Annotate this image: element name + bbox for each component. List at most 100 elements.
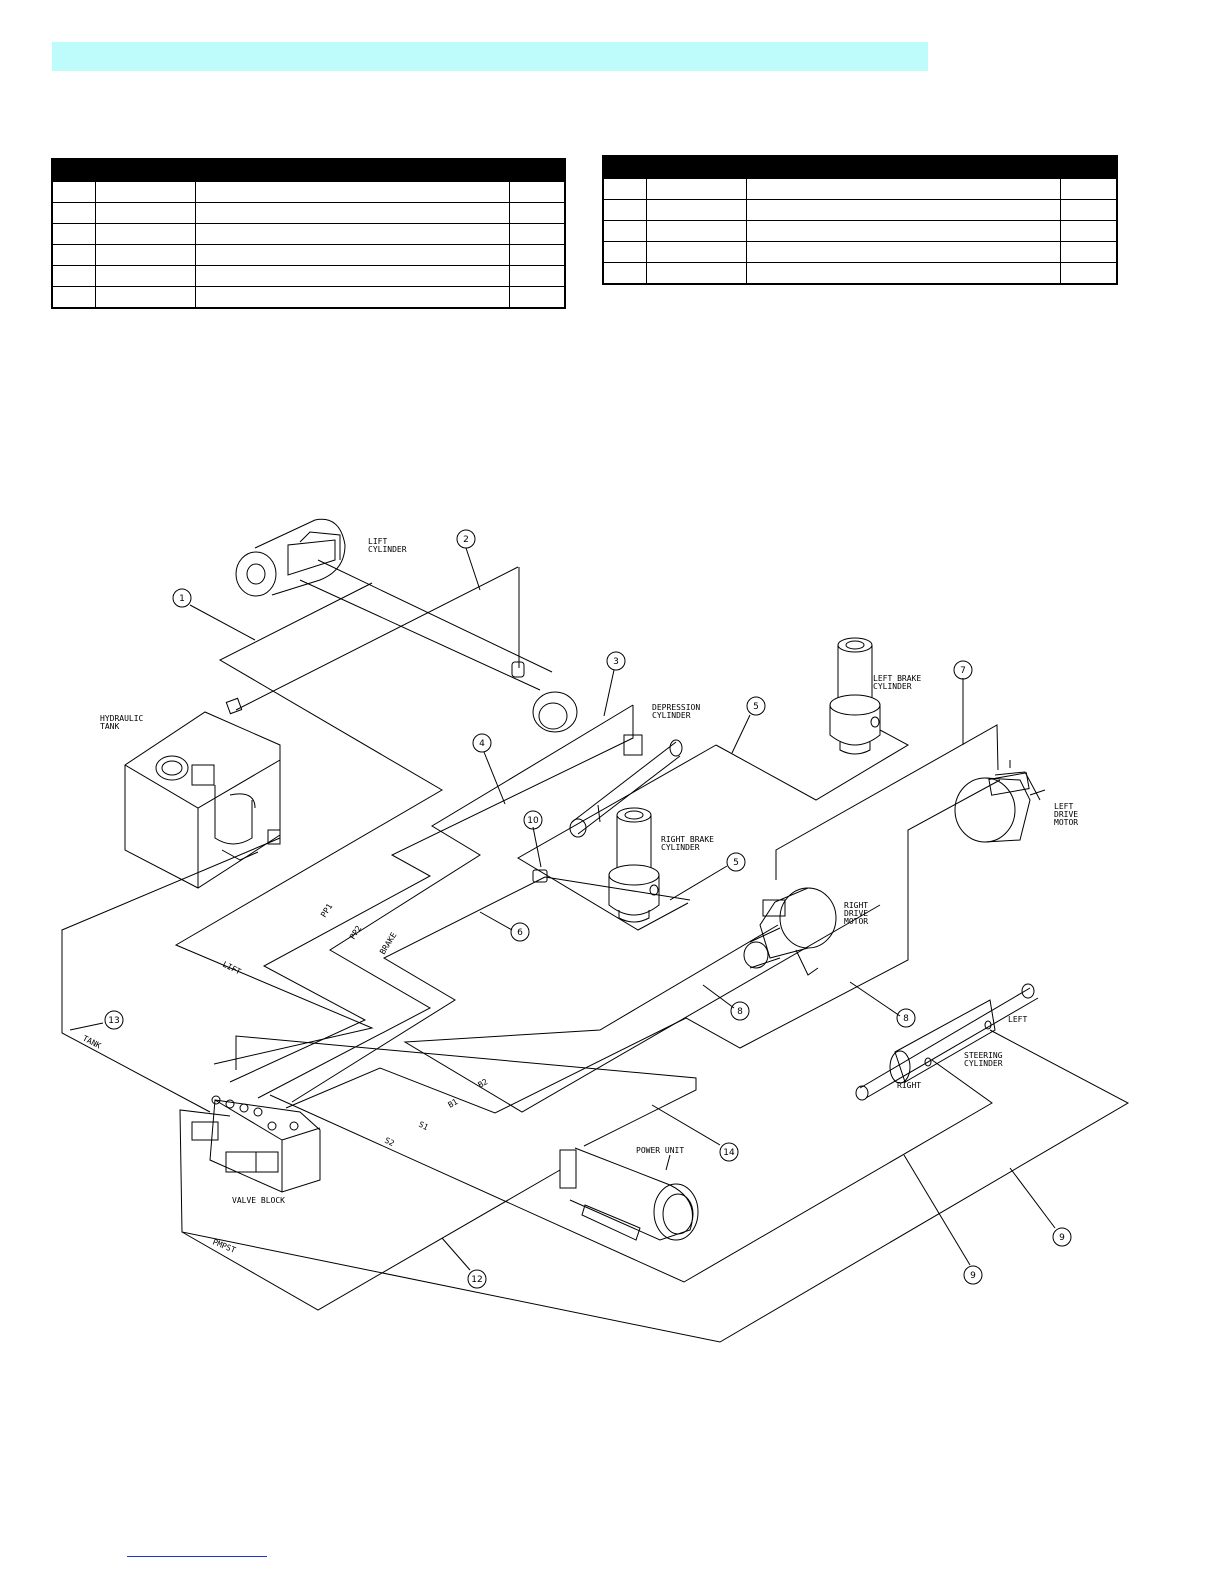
parts-table-left	[51, 158, 566, 309]
valve-block-part	[191, 1095, 321, 1193]
hose-label-pp2: PP2	[348, 924, 363, 941]
table-cell	[602, 199, 647, 221]
callout-8-right: 8	[896, 1008, 916, 1028]
table-cell	[94, 223, 196, 245]
table-cell	[508, 202, 566, 224]
label-right-drive-motor-2: DRIVE	[844, 909, 868, 918]
svg-text:9: 9	[970, 1271, 976, 1281]
callout-13: 13	[104, 1010, 124, 1030]
right-brake-cylinder-part	[608, 807, 660, 923]
table-cell	[51, 244, 96, 266]
hose-3-pp1	[229, 705, 634, 1083]
table-cell	[645, 220, 747, 242]
table-cell	[194, 223, 510, 245]
label-left-brake-cylinder-2: CYLINDER	[873, 682, 912, 691]
table-cell	[94, 286, 196, 309]
table-cell	[94, 265, 196, 287]
lift-cylinder-part	[235, 518, 578, 733]
table-row	[51, 223, 566, 245]
hose-label-s2: S2	[383, 1136, 396, 1148]
table-row	[602, 178, 1118, 200]
label-right-brake-cylinder-2: CYLINDER	[661, 843, 700, 852]
table-cell	[1059, 199, 1118, 221]
table-cell	[1059, 220, 1118, 242]
table-cell	[745, 262, 1061, 285]
label-lift-cylinder-1: LIFT	[368, 537, 387, 546]
table-row	[51, 265, 566, 287]
table-cell	[51, 202, 96, 224]
section-title-bar	[52, 42, 928, 71]
footer-link[interactable]	[127, 1556, 267, 1557]
table-row	[602, 199, 1118, 221]
table-cell	[51, 181, 96, 203]
table-row	[51, 202, 566, 224]
hose-label-b2: B2	[477, 1077, 490, 1090]
label-depression-cylinder-1: DEPRESSION	[652, 703, 700, 712]
hose-label-b1: B1	[447, 1097, 460, 1110]
label-valve-block: VALVE BLOCK	[232, 1196, 285, 1205]
hose-8-b2	[403, 904, 881, 1113]
hose-5-right-brake	[517, 744, 717, 931]
table-cell	[508, 286, 566, 309]
tee-fitting-part	[532, 869, 548, 883]
table-row	[51, 286, 566, 309]
svg-text:14: 14	[723, 1148, 735, 1158]
svg-text:1: 1	[179, 594, 185, 604]
label-right-brake-cylinder-1: RIGHT BRAKE	[661, 835, 714, 844]
hose-2-tank	[235, 566, 519, 711]
hose-lines	[61, 566, 1130, 1343]
right-drive-motor-part	[743, 887, 837, 976]
depression-cylinder-part	[569, 734, 683, 838]
callout-9-left: 9	[963, 1265, 983, 1285]
component-labels: LIFT CYLINDER HYDRAULIC TANK DEPRESSION …	[100, 537, 1078, 1205]
svg-text:13: 13	[108, 1016, 119, 1026]
hose-10-tee	[544, 876, 691, 901]
table-cell	[94, 244, 196, 266]
svg-text:2: 2	[463, 535, 469, 545]
callout-8-left: 8	[730, 1001, 750, 1021]
label-steering-cylinder-2: CYLINDER	[964, 1059, 1003, 1068]
table-header-row	[603, 156, 1117, 179]
left-brake-cylinder-part	[829, 637, 881, 755]
label-steering-right: RIGHT	[897, 1081, 921, 1090]
table-row	[51, 181, 566, 203]
callouts: 1 2 3 4 5 5 6 7 8 8 9 9 10 12 13 14	[104, 529, 1072, 1289]
parts-table-right	[602, 155, 1118, 285]
svg-text:10: 10	[527, 816, 539, 826]
callout-3: 3	[606, 651, 626, 671]
hose-6-brake	[291, 876, 546, 1103]
svg-text:7: 7	[960, 666, 966, 676]
hose-1-lift	[174, 582, 443, 1065]
hose-label-pp1: PP1	[319, 902, 334, 919]
label-hydraulic-tank-2: TANK	[100, 722, 119, 731]
table-cell	[51, 265, 96, 287]
label-left-drive-motor-2: DRIVE	[1054, 810, 1078, 819]
callout-6: 6	[510, 922, 530, 942]
label-depression-cylinder-2: CYLINDER	[652, 711, 691, 720]
callout-12: 12	[467, 1269, 487, 1289]
svg-text:5: 5	[753, 702, 759, 712]
callout-5-upper: 5	[746, 696, 766, 716]
hose-label-tank: TANK	[81, 1034, 102, 1051]
table-row	[602, 241, 1118, 263]
label-left-brake-cylinder-1: LEFT BRAKE	[873, 674, 921, 683]
svg-text:9: 9	[1059, 1233, 1065, 1243]
table-cell	[194, 265, 510, 287]
hose-12-pmpst	[181, 1169, 561, 1311]
label-power-unit: POWER UNIT	[636, 1146, 684, 1155]
hose-14-pressure	[235, 1035, 697, 1147]
label-hydraulic-tank-1: HYDRAULIC	[100, 714, 144, 723]
table-cell	[194, 202, 510, 224]
table-cell	[745, 220, 1061, 242]
table-cell	[602, 220, 647, 242]
table-cell	[745, 178, 1061, 200]
label-right-drive-motor-1: RIGHT	[844, 901, 868, 910]
table-cell	[508, 244, 566, 266]
svg-text:3: 3	[613, 657, 619, 667]
table-cell	[645, 199, 747, 221]
label-left-drive-motor-1: LEFT	[1054, 802, 1073, 811]
hose-7-left-motor-a	[775, 724, 999, 880]
table-cell	[508, 265, 566, 287]
hydraulic-tank-part	[124, 697, 281, 889]
table-cell	[645, 178, 747, 200]
